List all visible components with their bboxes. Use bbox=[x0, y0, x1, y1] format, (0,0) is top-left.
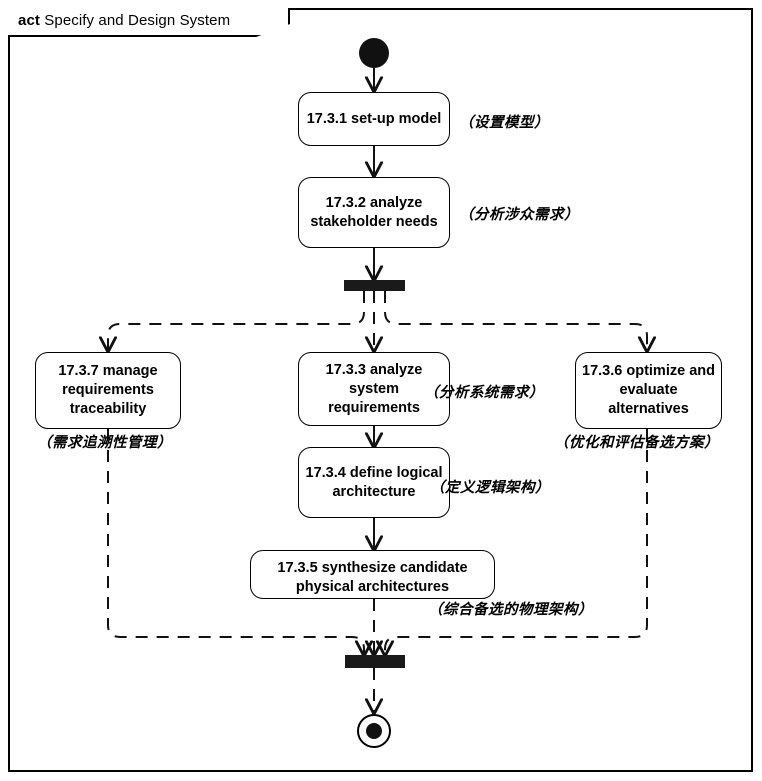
action-node-17-3-7[interactable]: 17.3.7 manage requirements traceability bbox=[35, 352, 181, 429]
action-node-17-3-2[interactable]: 17.3.2 analyze stakeholder needs bbox=[298, 177, 450, 248]
action-node-17-3-3[interactable]: 17.3.3 analyze system requirements bbox=[298, 352, 450, 426]
activity-final-node-dot bbox=[366, 723, 382, 739]
frame-header-label: act Specify and Design System bbox=[18, 12, 230, 29]
join-node bbox=[345, 655, 405, 668]
annotation-17-3-4: （定义逻辑架构） bbox=[430, 479, 550, 496]
annotation-17-3-6: （优化和评估备选方案） bbox=[554, 434, 719, 451]
action-node-17-3-5[interactable]: 17.3.5 synthesize candidate physical arc… bbox=[250, 550, 495, 599]
annotation-17-3-3: （分析系统需求） bbox=[424, 384, 544, 401]
annotation-17-3-5: （综合备选的物理架构） bbox=[428, 601, 593, 618]
frame-keyword: act bbox=[18, 12, 40, 29]
action-node-17-3-1[interactable]: 17.3.1 set-up model bbox=[298, 92, 450, 146]
annotation-17-3-2: （分析涉众需求） bbox=[459, 206, 579, 223]
action-node-17-3-4[interactable]: 17.3.4 define logical architecture bbox=[298, 447, 450, 518]
annotation-17-3-1: （设置模型） bbox=[459, 114, 549, 131]
fork-node bbox=[344, 280, 405, 291]
annotation-17-3-7: （需求追溯性管理） bbox=[37, 434, 172, 451]
initial-node bbox=[359, 38, 389, 68]
frame-header-tab bbox=[8, 8, 290, 37]
frame-title: Specify and Design System bbox=[44, 12, 231, 29]
activity-final-node bbox=[357, 714, 391, 748]
action-node-17-3-6[interactable]: 17.3.6 optimize and evaluate alternative… bbox=[575, 352, 722, 429]
